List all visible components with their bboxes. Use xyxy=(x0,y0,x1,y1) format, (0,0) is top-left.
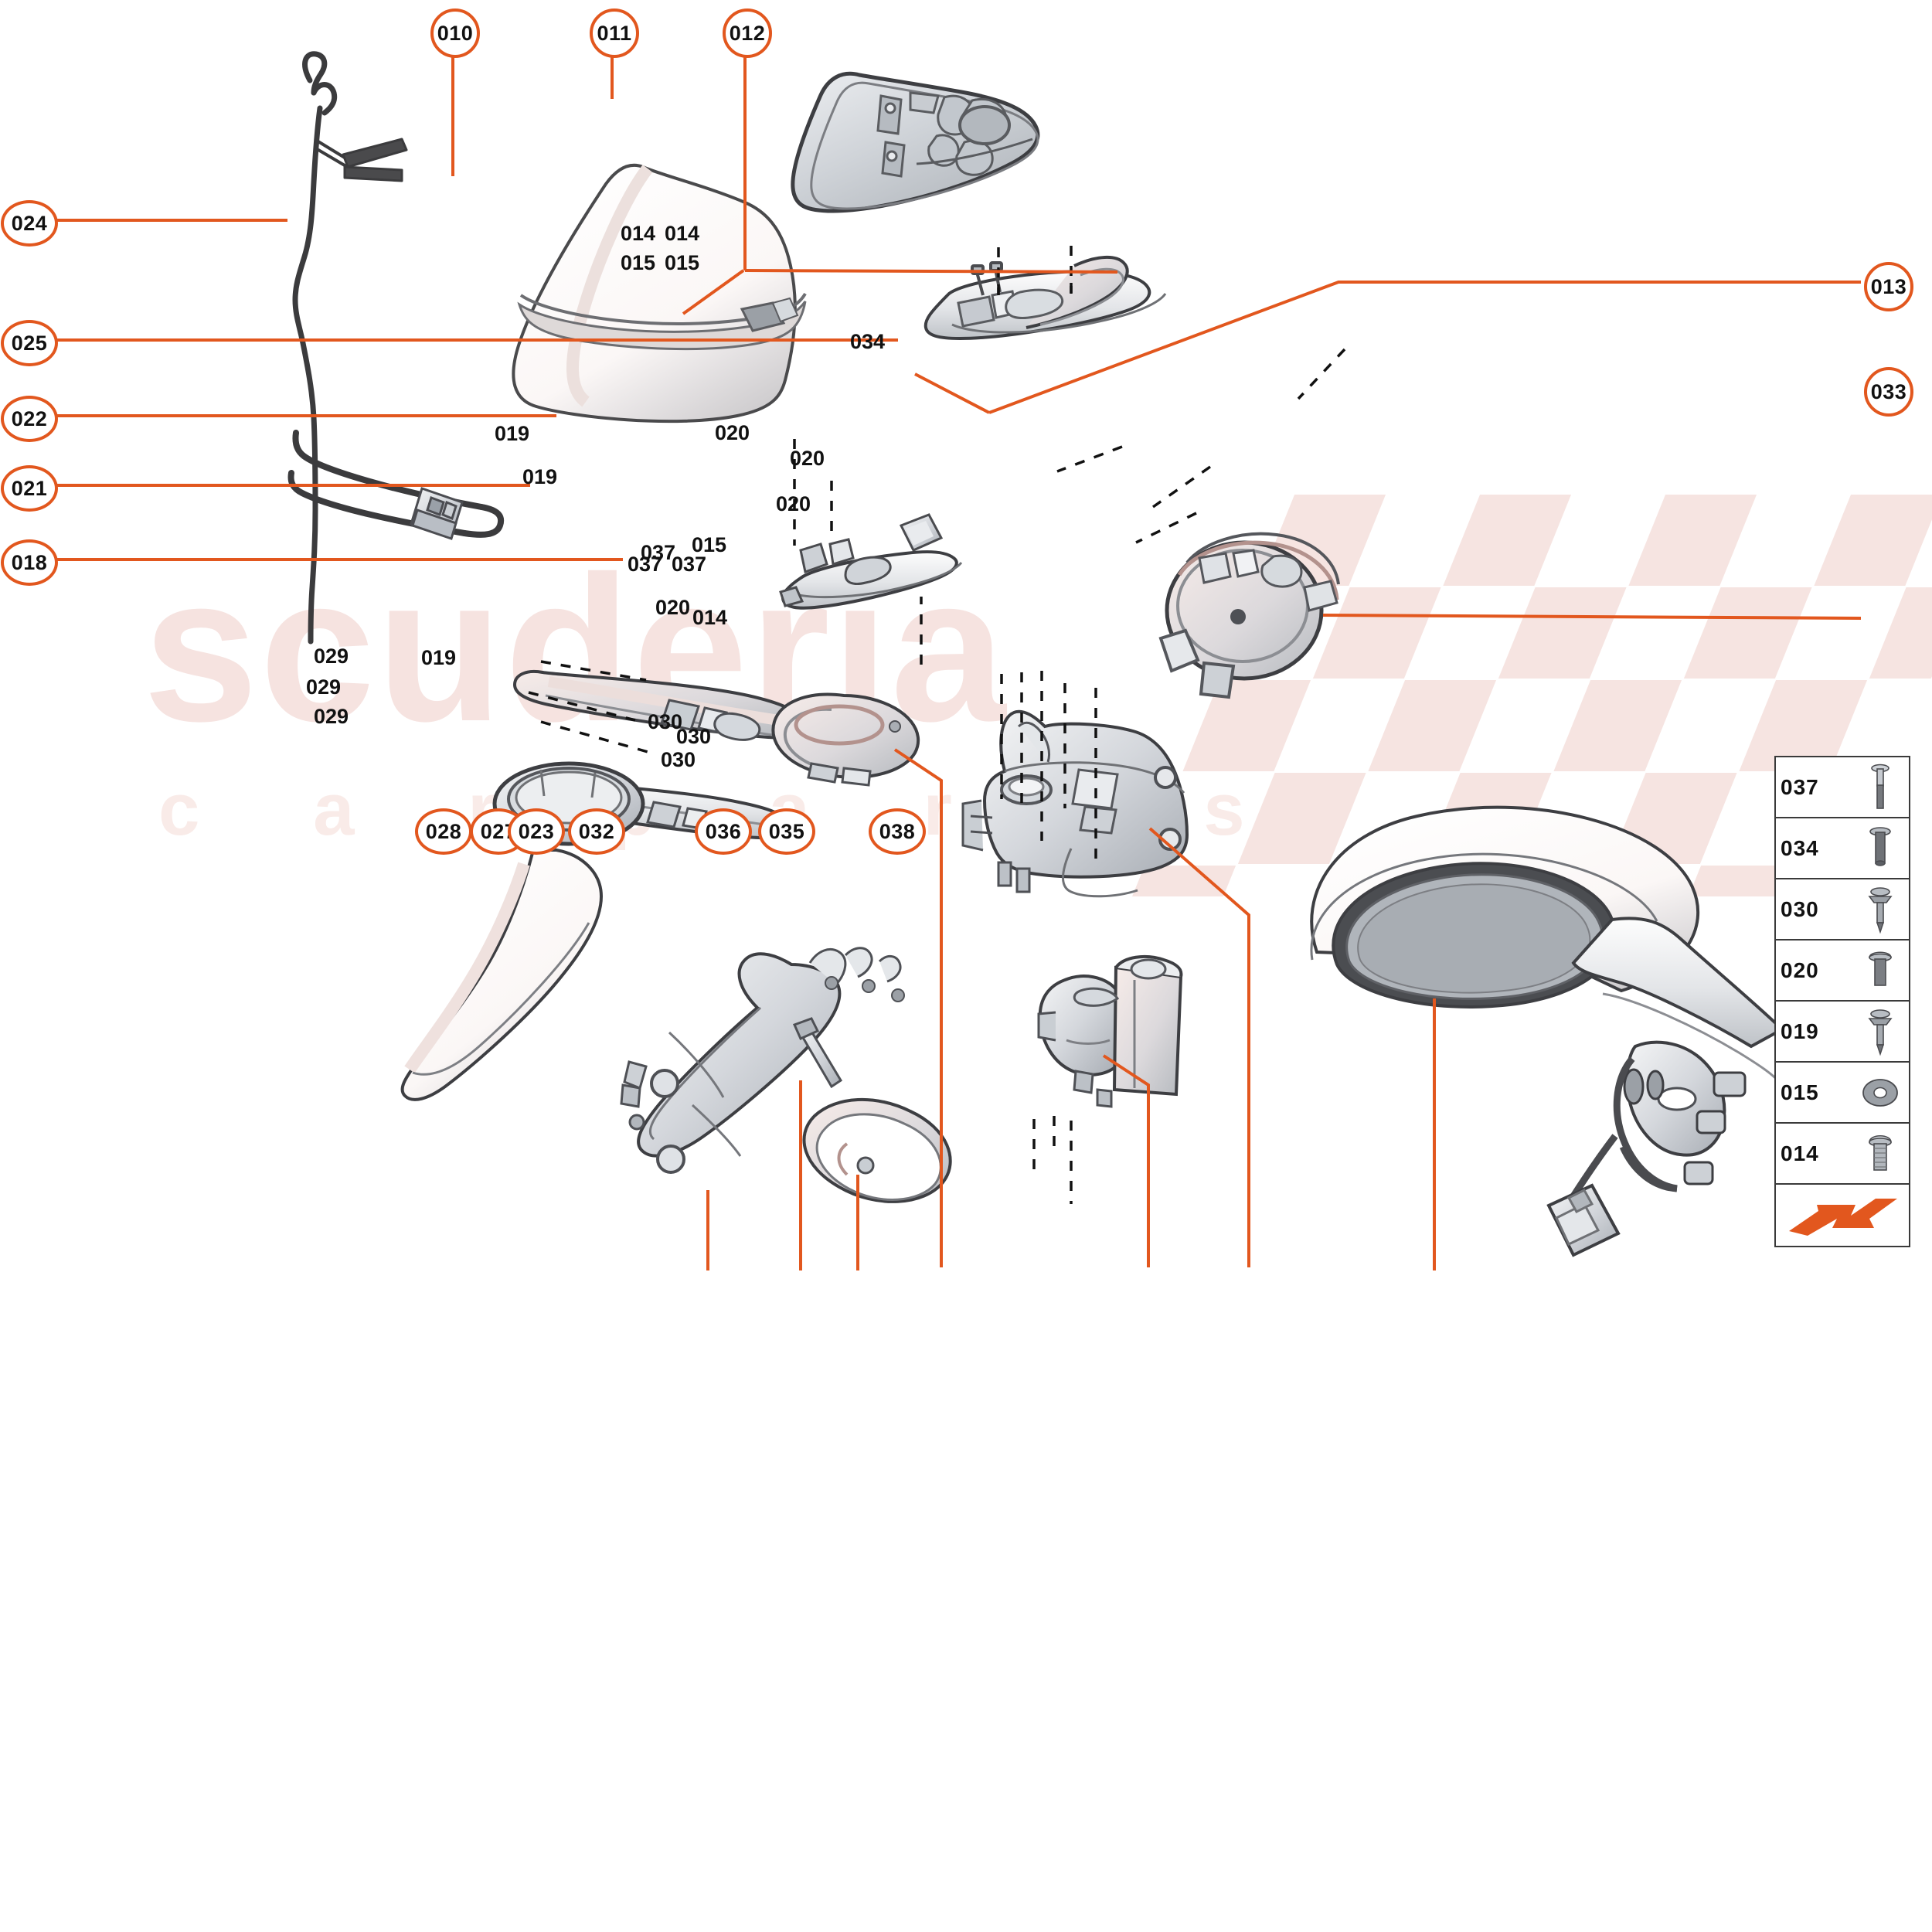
flat-washer-icon xyxy=(1856,1066,1904,1120)
legend-row-arrow xyxy=(1776,1185,1909,1246)
legend-row-id: 015 xyxy=(1781,1080,1819,1104)
part-label-030: 030 xyxy=(676,725,712,748)
leader-025 xyxy=(54,338,898,342)
callout-badge-010[interactable]: 010 xyxy=(430,9,480,58)
legend-row-id: 037 xyxy=(1781,774,1819,799)
leader-027 xyxy=(799,1080,802,1270)
leader-018 xyxy=(54,558,623,561)
callout-badge-022[interactable]: 022 xyxy=(1,396,58,442)
part-label-020: 020 xyxy=(715,421,750,444)
callout-badge-032[interactable]: 032 xyxy=(568,808,625,855)
leader-036 xyxy=(1102,1054,1150,1267)
part-label-037: 037 xyxy=(641,541,676,564)
orange-arrow-icon xyxy=(1781,1189,1904,1243)
legend-row-id: 034 xyxy=(1781,835,1819,860)
part-label-020: 020 xyxy=(790,447,825,470)
leader-010 xyxy=(451,53,454,176)
legend-row: 030 xyxy=(1776,879,1909,940)
legend-row: 014 xyxy=(1776,1124,1909,1185)
hex-head-screw-icon xyxy=(1856,1127,1904,1181)
part-label-037: 037 xyxy=(628,553,663,576)
leader-033 xyxy=(1322,614,1862,620)
leader-023 xyxy=(856,1175,859,1270)
part-label-015: 015 xyxy=(621,251,656,274)
legend-row: 019 xyxy=(1776,1002,1909,1063)
push-pin-clip-icon xyxy=(1856,1005,1904,1059)
callout-badge-011[interactable]: 011 xyxy=(590,9,639,58)
callout-badge-021[interactable]: 021 xyxy=(1,465,58,512)
part-label-020: 020 xyxy=(776,492,811,515)
legend-row: 015 xyxy=(1776,1063,1909,1124)
legend-row-id: 030 xyxy=(1781,896,1819,921)
part-label-037: 037 xyxy=(672,553,707,576)
round-head-screw-icon xyxy=(1856,944,1904,998)
part-label-015: 015 xyxy=(692,533,727,556)
legend-row: 037 xyxy=(1776,757,1909,818)
callout-badge-035[interactable]: 035 xyxy=(758,808,815,855)
callout-badge-023[interactable]: 023 xyxy=(508,808,565,855)
part-label-014: 014 xyxy=(692,606,728,629)
legend-row-id: 014 xyxy=(1781,1141,1819,1165)
leader-028 xyxy=(706,1190,709,1270)
part-label-014: 014 xyxy=(665,222,700,245)
leader-038 xyxy=(1433,998,1436,1270)
part-label-030: 030 xyxy=(661,748,696,771)
callout-badge-028[interactable]: 028 xyxy=(415,808,472,855)
part-label-015: 015 xyxy=(665,251,700,274)
leader-012-v xyxy=(743,53,747,270)
long-bolt-icon xyxy=(1856,760,1904,815)
legend-row-id: 020 xyxy=(1781,957,1819,982)
part-label-029: 029 xyxy=(314,705,349,728)
leader-024 xyxy=(54,219,287,222)
flat-head-rivet-icon xyxy=(1856,821,1904,876)
legend-row: 020 xyxy=(1776,940,1909,1002)
part-label-019: 019 xyxy=(522,465,558,488)
callout-badge-036[interactable]: 036 xyxy=(695,808,752,855)
callout-badge-038[interactable]: 038 xyxy=(869,808,926,855)
callout-badge-018[interactable]: 018 xyxy=(1,539,58,586)
part-label-014: 014 xyxy=(621,222,656,245)
callout-badge-012[interactable]: 012 xyxy=(723,9,772,58)
push-pin-clip-icon xyxy=(1856,883,1904,937)
callout-badge-013[interactable]: 013 xyxy=(1864,262,1913,311)
callout-badge-033[interactable]: 033 xyxy=(1864,367,1913,417)
part-label-034: 034 xyxy=(850,330,886,353)
callout-badge-024[interactable]: 024 xyxy=(1,200,58,247)
part-label-020: 020 xyxy=(655,596,691,619)
leader-013 xyxy=(914,281,1861,414)
part-label-029: 029 xyxy=(306,675,342,699)
part-label-029: 029 xyxy=(314,645,349,668)
hardware-legend-table: 037 034 030 020 019 xyxy=(1774,756,1910,1247)
callout-badge-025[interactable]: 025 xyxy=(1,320,58,366)
part-label-019: 019 xyxy=(495,422,530,445)
legend-row-id: 019 xyxy=(1781,1019,1819,1043)
leader-011 xyxy=(611,53,614,99)
part-label-019: 019 xyxy=(421,646,457,669)
legend-row: 034 xyxy=(1776,818,1909,879)
